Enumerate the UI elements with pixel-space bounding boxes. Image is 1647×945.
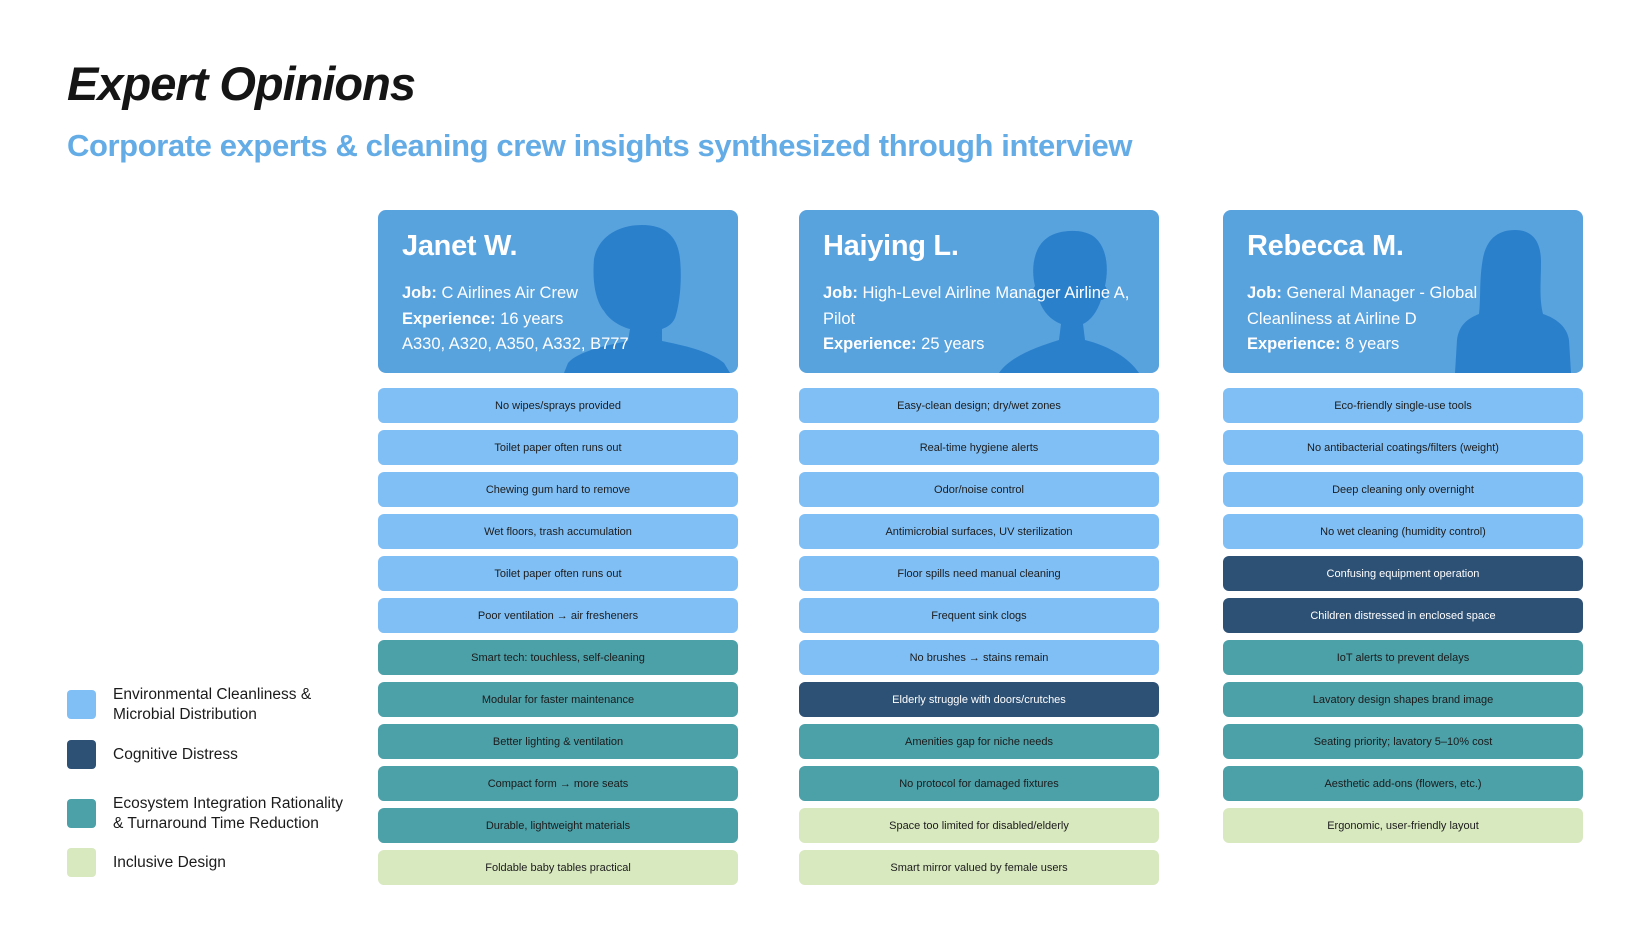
- expert-column-haiying: Haiying L. Job: High-Level Airline Manag…: [799, 210, 1159, 892]
- expert-column-rebecca: Rebecca M. Job: General Manager - Global…: [1223, 210, 1583, 850]
- page-subtitle: Corporate experts & cleaning crew insigh…: [67, 128, 1133, 163]
- insight-item: Smart mirror valued by female users: [799, 850, 1159, 885]
- expert-info: Job: General Manager - Global Cleanlines…: [1247, 281, 1487, 358]
- insight-item: Durable, lightweight materials: [378, 808, 738, 843]
- insight-item: Toilet paper often runs out: [378, 430, 738, 465]
- job-label: Job:: [402, 284, 437, 302]
- insight-item: Wet floors, trash accumulation: [378, 514, 738, 549]
- insight-item: Smart tech: touchless, self-cleaning: [378, 640, 738, 675]
- female-short-hair-silhouette-icon: [564, 225, 730, 373]
- expert-profile-card: Rebecca M. Job: General Manager - Global…: [1223, 210, 1583, 373]
- experience-value: 8 years: [1345, 335, 1400, 353]
- legend-swatch-icon: [67, 848, 96, 877]
- job-label: Job:: [1247, 284, 1282, 302]
- insight-item: Compact form → more seats: [378, 766, 738, 801]
- job-value: General Manager - Global Cleanliness at …: [1247, 284, 1478, 328]
- expert-info: Job: High-Level Airline Manager Airline …: [823, 281, 1143, 358]
- insight-item: Foldable baby tables practical: [378, 850, 738, 885]
- legend-label: Inclusive Design: [113, 853, 226, 871]
- legend-item-inclusive: Inclusive Design: [67, 848, 357, 877]
- expert-name: Rebecca M.: [1247, 230, 1404, 262]
- aircraft-types: A330, A320, A350, A332, B777: [402, 335, 629, 353]
- insight-item: Deep cleaning only overnight: [1223, 472, 1583, 507]
- experience-label: Experience:: [823, 335, 917, 353]
- insight-item: No brushes → stains remain: [799, 640, 1159, 675]
- insight-item: No antibacterial coatings/filters (weigh…: [1223, 430, 1583, 465]
- legend-swatch-icon: [67, 799, 96, 828]
- insight-item: No wipes/sprays provided: [378, 388, 738, 423]
- insight-item: Ergonomic, user-friendly layout: [1223, 808, 1583, 843]
- insight-item: Floor spills need manual cleaning: [799, 556, 1159, 591]
- experience-label: Experience:: [402, 309, 496, 328]
- insight-item: Eco-friendly single-use tools: [1223, 388, 1583, 423]
- insight-list: No wipes/sprays provided Toilet paper of…: [378, 388, 738, 885]
- insight-item: Children distressed in enclosed space: [1223, 598, 1583, 633]
- insight-item: Space too limited for disabled/elderly: [799, 808, 1159, 843]
- experience-label: Experience:: [1247, 335, 1341, 353]
- insight-item: Easy-clean design; dry/wet zones: [799, 388, 1159, 423]
- insight-item: Antimicrobial surfaces, UV sterilization: [799, 514, 1159, 549]
- insight-item: No wet cleaning (humidity control): [1223, 514, 1583, 549]
- insight-item: IoT alerts to prevent delays: [1223, 640, 1583, 675]
- insight-item: Seating priority; lavatory 5–10% cost: [1223, 724, 1583, 759]
- insight-item: Confusing equipment operation: [1223, 556, 1583, 591]
- job-label: Job:: [823, 284, 858, 302]
- legend-item-cognitive: Cognitive Distress: [67, 740, 357, 769]
- page-title: Expert Opinions: [67, 57, 416, 110]
- legend-item-environmental: Environmental Cleanliness & Microbial Di…: [67, 685, 357, 724]
- job-value: C Airlines Air Crew: [441, 284, 579, 302]
- insight-item: Poor ventilation → air fresheners: [378, 598, 738, 633]
- legend-label: Ecosystem Integration Rationality & Turn…: [113, 795, 344, 832]
- experience-value: 16 years: [500, 309, 564, 328]
- legend-label: Cognitive Distress: [113, 745, 238, 763]
- insight-item: Amenities gap for niche needs: [799, 724, 1159, 759]
- insight-item: Frequent sink clogs: [799, 598, 1159, 633]
- expert-profile-card: Haiying L. Job: High-Level Airline Manag…: [799, 210, 1159, 373]
- insight-item: Lavatory design shapes brand image: [1223, 682, 1583, 717]
- expert-name: Haiying L.: [823, 230, 959, 262]
- expert-column-janet: Janet W. Job: C Airlines Air Crew Experi…: [378, 210, 738, 892]
- legend-item-ecosystem: Ecosystem Integration Rationality & Turn…: [67, 794, 357, 833]
- job-value: High-Level Airline Manager Airline A, Pi…: [823, 284, 1130, 328]
- insight-list: Eco-friendly single-use tools No antibac…: [1223, 388, 1583, 843]
- insight-item: Odor/noise control: [799, 472, 1159, 507]
- insight-item: Chewing gum hard to remove: [378, 472, 738, 507]
- expert-info: Job: C Airlines Air Crew Experience: 16 …: [402, 281, 722, 358]
- male-curly-hair-silhouette-icon: [999, 230, 1139, 373]
- insight-item: Real-time hygiene alerts: [799, 430, 1159, 465]
- expert-name: Janet W.: [402, 230, 518, 262]
- female-long-hair-silhouette-icon: [1455, 230, 1571, 373]
- insight-item: Toilet paper often runs out: [378, 556, 738, 591]
- insight-item: Better lighting & ventilation: [378, 724, 738, 759]
- insight-item: Modular for faster maintenance: [378, 682, 738, 717]
- legend-swatch-icon: [67, 740, 96, 769]
- insight-item: Elderly struggle with doors/crutches: [799, 682, 1159, 717]
- insight-item: No protocol for damaged fixtures: [799, 766, 1159, 801]
- insight-item: Aesthetic add-ons (flowers, etc.): [1223, 766, 1583, 801]
- expert-profile-card: Janet W. Job: C Airlines Air Crew Experi…: [378, 210, 738, 373]
- experience-value: 25 years: [921, 335, 985, 353]
- legend-label: Environmental Cleanliness & Microbial Di…: [113, 686, 312, 723]
- legend-swatch-icon: [67, 690, 96, 719]
- insight-list: Easy-clean design; dry/wet zones Real-ti…: [799, 388, 1159, 885]
